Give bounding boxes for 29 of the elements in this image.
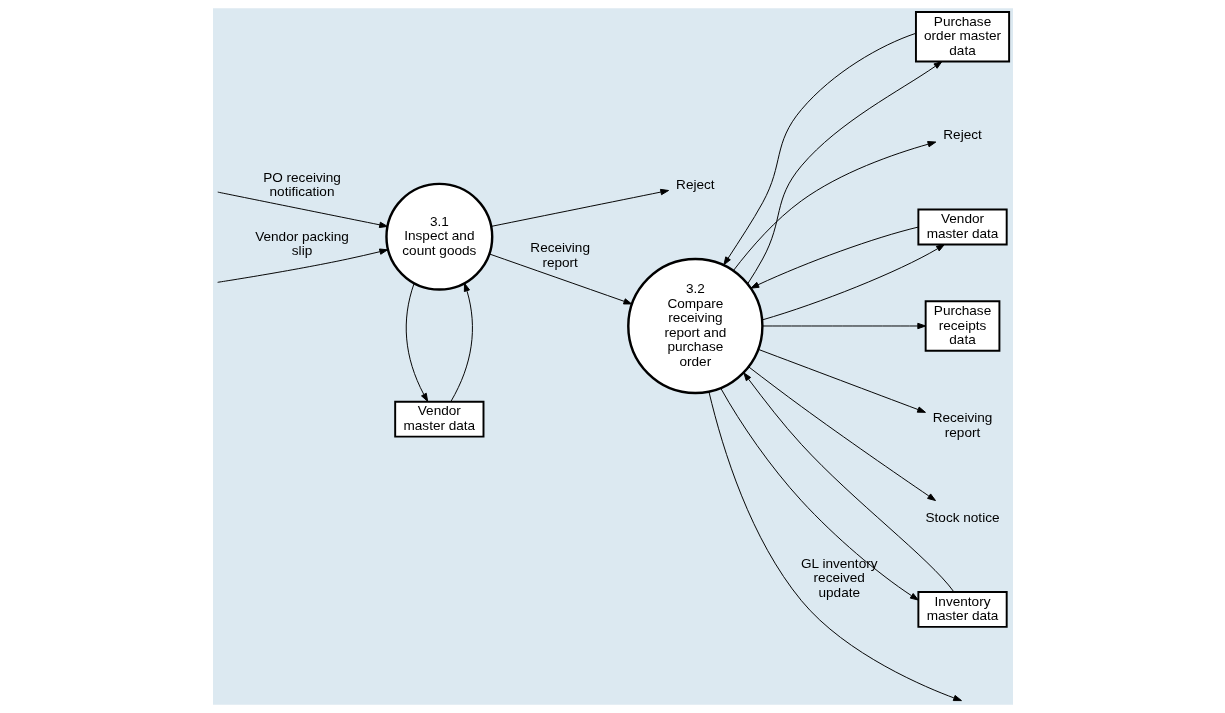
arrow — [488, 253, 632, 305]
arrow — [216, 248, 388, 283]
edge-label: Vendor packing slip — [254, 228, 349, 259]
arrow — [450, 282, 473, 402]
node-box: Vendor master data — [916, 208, 1008, 246]
arrow — [719, 388, 919, 601]
node-box: Vendor master data — [393, 400, 484, 438]
arrow — [216, 191, 388, 229]
arrow — [757, 348, 926, 413]
node-box: Inventory master data — [916, 590, 1008, 628]
arrow — [761, 244, 945, 321]
arrow — [732, 141, 936, 271]
arrow — [747, 366, 936, 502]
node-text: Receiving report — [932, 410, 992, 440]
edge-label: Receiving report — [529, 240, 590, 270]
node-text: Reject — [942, 127, 982, 143]
arrow — [708, 391, 962, 702]
arrow — [746, 61, 942, 285]
node-box: Purchase receipts data — [924, 300, 1000, 352]
edge-label: PO receiving notification — [262, 169, 341, 200]
arrow — [749, 226, 919, 289]
node-text: Reject — [675, 176, 715, 192]
arrow — [722, 32, 916, 266]
node-text: Stock notice — [925, 509, 1000, 525]
arrow — [761, 322, 926, 330]
node-box: Purchase order master data — [914, 11, 1010, 63]
arrow — [742, 372, 954, 593]
arrow — [405, 282, 428, 402]
arrow — [490, 188, 669, 227]
